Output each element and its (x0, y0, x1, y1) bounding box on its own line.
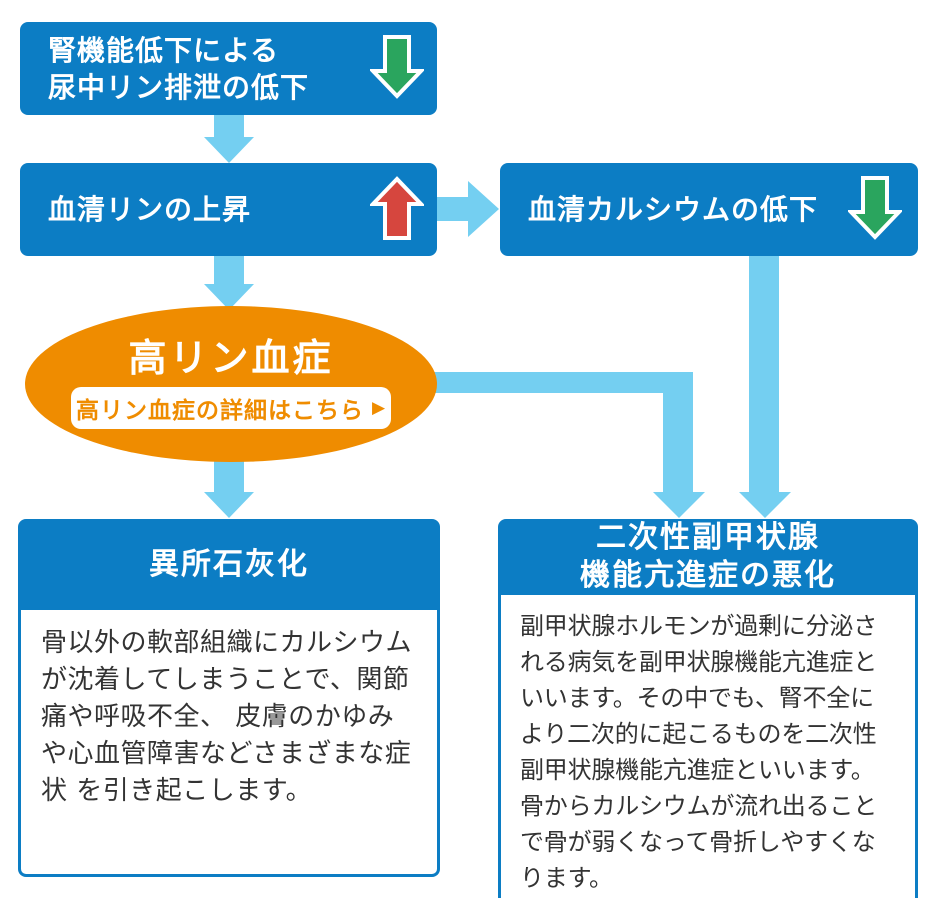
card-ectopic-header: 異所石灰化 (18, 519, 440, 610)
card-ectopic-title: 異所石灰化 (149, 546, 309, 582)
hyperphosphatemia-detail-link-button[interactable]: 高リン血症の詳細はこちら ▶ (71, 386, 391, 429)
hyperphosphatemia-ellipse: 高リン血症 高リン血症の詳細はこちら ▶ (25, 306, 437, 462)
increase-arrow-icon (368, 175, 426, 245)
node-serum-p-label: 血清リンの上昇 (48, 193, 252, 226)
decrease-arrow-icon (368, 34, 426, 104)
card-hyperpara-header: 二次性副甲状腺 機能亢進症の悪化 (498, 519, 918, 595)
node-renal-label-line1: 腎機能低下による (48, 33, 280, 67)
card-hyperpara-body: 副甲状腺ホルモンが過剰に分泌される病気を副甲状腺機能亢進症といいます。その中でも… (498, 595, 918, 898)
connector-ellipse-to-hyperpara-elbow (420, 372, 705, 518)
detail-link-arrow-icon: ▶ (371, 397, 387, 418)
node-serum-calcium-decline: 血清カルシウムの低下 (500, 163, 918, 256)
hyperphosphatemia-title: 高リン血症 (128, 335, 334, 380)
node-renal-label: 腎機能低下による 尿中リン排泄の低下 (20, 32, 309, 106)
connector-serum-p-to-ellipse (204, 256, 254, 310)
decrease-arrow-icon (846, 175, 904, 245)
node-renal-function-decline: 腎機能低下による 尿中リン排泄の低下 (20, 22, 437, 115)
connector-serum-p-to-serum-ca (437, 181, 499, 237)
card-secondary-hyperparathyroidism: 二次性副甲状腺 機能亢進症の悪化 副甲状腺ホルモンが過剰に分泌される病気を副甲状… (498, 519, 918, 898)
card-ectopic-body: 骨以外の軟部組織にカルシウムが沈着してしまうことで、関節痛や呼吸不全、 皮膚のか… (18, 610, 440, 877)
card-hyperpara-title-line2: 機能亢進症の悪化 (580, 558, 836, 593)
detail-link-label: 高リン血症の詳細はこちら (75, 397, 364, 424)
node-serum-ca-label: 血清カルシウムの低下 (528, 193, 819, 226)
node-serum-phosphorus-rise: 血清リンの上昇 (20, 163, 437, 256)
connector-serum-ca-to-hyperpara (739, 250, 791, 518)
connector-ellipse-to-ectopic (204, 455, 254, 518)
card-ectopic-calcification: 異所石灰化 骨以外の軟部組織にカルシウムが沈着してしまうことで、関節痛や呼吸不全… (18, 519, 440, 877)
node-renal-label-line2: 尿中リン排泄の低下 (48, 70, 310, 104)
connector-renal-to-serum-p (204, 115, 254, 163)
card-hyperpara-title-line1: 二次性副甲状腺 (596, 520, 820, 555)
